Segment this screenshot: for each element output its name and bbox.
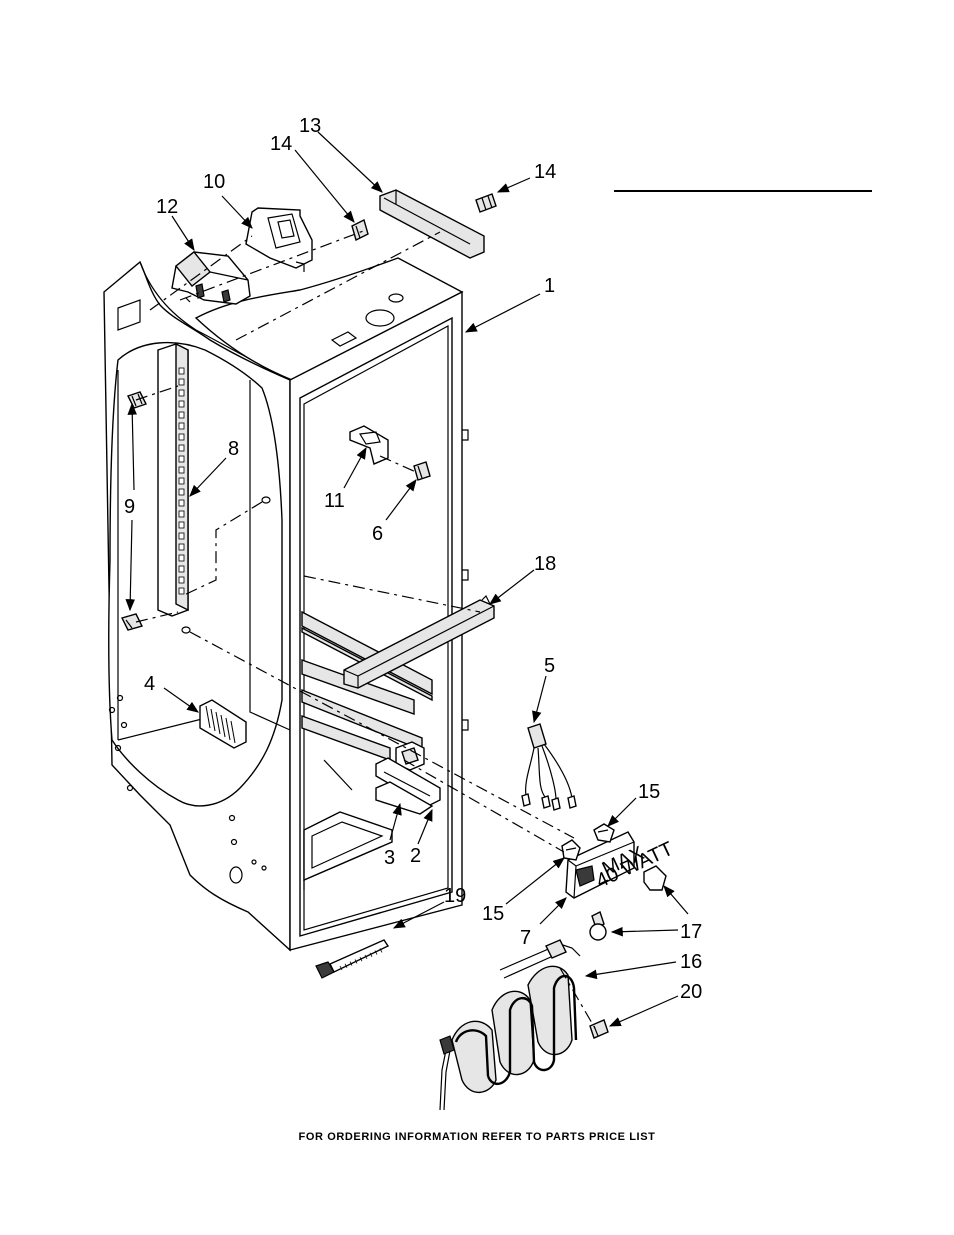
- rail-slot: [178, 554, 185, 562]
- tie-tooth: [349, 961, 353, 966]
- callout-17: 17: [680, 921, 702, 943]
- rail-slot: [178, 488, 185, 496]
- bulb-17-left: [589, 911, 607, 941]
- rail-slot: [178, 455, 185, 463]
- callout-20: 20: [680, 981, 702, 1003]
- grille-slat: [220, 714, 226, 738]
- defrost-heater-16: [439, 939, 581, 1111]
- rail-slot: [178, 521, 185, 529]
- rail-slot: [178, 510, 185, 518]
- grille-slat: [230, 720, 236, 744]
- callout-6: 6: [372, 523, 383, 545]
- rail-slot: [178, 565, 185, 573]
- tie-tooth: [344, 963, 348, 968]
- callout-4: 4: [144, 673, 155, 695]
- rail-slot: [178, 543, 185, 551]
- tie-tooth: [354, 959, 358, 964]
- callout-7: 7: [520, 927, 531, 949]
- rail-slot: [178, 587, 185, 595]
- callout-labels: 13 14 14 10 12 1 8 9 11 6 18 5 4 15 15 3…: [124, 115, 702, 1003]
- tie-tooth: [369, 952, 373, 957]
- rail-slot: [178, 444, 185, 452]
- callout-2: 2: [410, 845, 421, 867]
- grille-slat: [210, 708, 216, 732]
- screw-20: [589, 1019, 609, 1039]
- wire-harness-5: [521, 723, 577, 811]
- vent-grille-4: [199, 699, 247, 749]
- bracket-11: [349, 425, 389, 465]
- tie-tooth: [364, 954, 368, 960]
- rail-slot: [178, 466, 185, 474]
- top-trim-rail: [379, 189, 485, 259]
- assembly-lines: [135, 229, 597, 1031]
- callout-14-left: 14: [270, 133, 292, 155]
- cable-tie-19: [315, 939, 390, 979]
- crossbar-18: [343, 594, 495, 689]
- screw-9-bottom: [120, 613, 144, 631]
- screw-14-left: [351, 218, 369, 242]
- leader-lines: [125, 131, 689, 1027]
- callout-16: 16: [680, 951, 702, 973]
- rail-slot: [178, 411, 185, 419]
- callout-15-top: 15: [638, 781, 660, 803]
- tie-tooth: [359, 957, 363, 962]
- callout-3: 3: [384, 847, 395, 869]
- rail-slot: [178, 367, 185, 375]
- callout-11: 11: [324, 490, 345, 512]
- callout-1: 1: [544, 275, 555, 297]
- callout-18: 18: [534, 553, 556, 575]
- bulb-17-right: [643, 865, 667, 891]
- grille-slat: [205, 705, 211, 729]
- rail-slot: [178, 389, 185, 397]
- clip-15-bottom: [561, 839, 581, 861]
- callout-10: 10: [203, 171, 225, 193]
- grille-slat: [215, 711, 221, 735]
- callout-9: 9: [124, 496, 135, 518]
- rail-slot: [178, 433, 185, 441]
- rail-slot: [178, 422, 185, 430]
- rail-slot: [178, 499, 185, 507]
- tie-tooth: [379, 948, 383, 953]
- callout-12: 12: [156, 196, 178, 218]
- screw-14-right: [475, 193, 497, 213]
- callout-5: 5: [544, 655, 555, 677]
- rail-slot: [178, 532, 185, 540]
- callout-8: 8: [228, 438, 239, 460]
- rail-slot: [178, 576, 185, 584]
- footer-note: FOR ORDERING INFORMATION REFER TO PARTS …: [298, 1131, 656, 1143]
- vertical-rail-8: [157, 342, 189, 617]
- callout-15-bottom: 15: [482, 903, 504, 925]
- rail-slot: [178, 400, 185, 408]
- rail-slot: [178, 477, 185, 485]
- control-housing-12: [171, 251, 251, 305]
- grille-slat: [225, 717, 231, 741]
- bracket-10: [245, 207, 313, 272]
- tie-tooth: [339, 965, 343, 971]
- callout-13: 13: [299, 115, 321, 137]
- callout-19: 19: [444, 885, 466, 907]
- screw-6: [413, 461, 431, 481]
- tie-tooth: [374, 950, 378, 955]
- bracket-2-3: [375, 741, 441, 815]
- clip-15-top: [593, 823, 615, 843]
- rail-slot: [178, 378, 185, 386]
- callout-14-right: 14: [534, 161, 556, 183]
